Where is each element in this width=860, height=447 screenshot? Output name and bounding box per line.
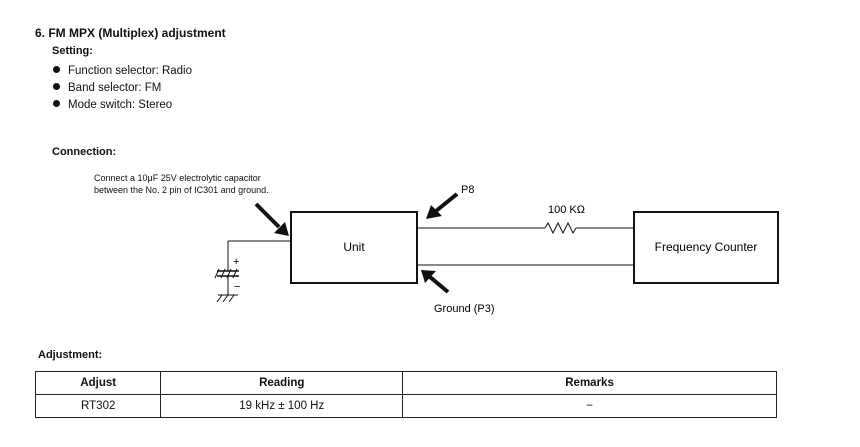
pin-arrow-icon <box>254 202 289 236</box>
p8-arrow-icon <box>426 192 459 219</box>
capacitor-icon <box>214 240 291 295</box>
cell-reading: 19 kHz ± 100 Hz <box>160 394 404 418</box>
bullet-icon <box>53 66 60 73</box>
bullet-icon <box>53 100 60 107</box>
setting-item: Function selector: Radio <box>53 63 192 80</box>
table-header-row: Adjust Reading Remarks <box>34 371 777 395</box>
setting-item-label: Mode switch: Stereo <box>68 99 173 111</box>
plus-label: + <box>233 256 239 268</box>
p8-label: P8 <box>461 184 474 196</box>
unit-box <box>290 211 418 284</box>
resistor-label: 100 KΩ <box>548 204 585 216</box>
setting-heading: Setting: <box>52 45 93 57</box>
header-adjust: Adjust <box>34 371 162 395</box>
header-remarks: Remarks <box>402 371 777 395</box>
section-title: 6. FM MPX (Multiplex) adjustment <box>35 26 226 40</box>
header-reading: Reading <box>160 371 404 395</box>
minus-label: − <box>234 281 240 293</box>
setting-item-label: Function selector: Radio <box>68 65 193 77</box>
bullet-icon <box>53 83 60 90</box>
signal-wire <box>417 221 634 235</box>
setting-list: Function selector: Radio Band selector: … <box>53 63 192 114</box>
table-row: RT302 19 kHz ± 100 Hz − <box>34 394 777 418</box>
cell-remarks: − <box>402 394 777 418</box>
adjustment-table: Adjust Reading Remarks RT302 19 kHz ± 10… <box>34 371 777 418</box>
setting-item-label: Band selector: FM <box>68 82 162 94</box>
frequency-counter-box <box>633 211 779 284</box>
frequency-counter-label: Frequency Counter <box>655 240 758 254</box>
unit-label: Unit <box>343 240 365 254</box>
adjustment-heading: Adjustment: <box>38 349 103 361</box>
capacitor-note: Connect a 10μF 25V electrolytic capacito… <box>94 173 269 195</box>
setting-item: Mode switch: Stereo <box>53 97 192 114</box>
ground-arrow-icon <box>421 270 450 294</box>
ground-symbol-icon <box>216 294 238 303</box>
cell-adjust: RT302 <box>34 394 162 418</box>
setting-item: Band selector: FM <box>53 80 192 97</box>
connection-heading: Connection: <box>52 146 117 158</box>
ground-label: Ground (P3) <box>434 303 495 315</box>
